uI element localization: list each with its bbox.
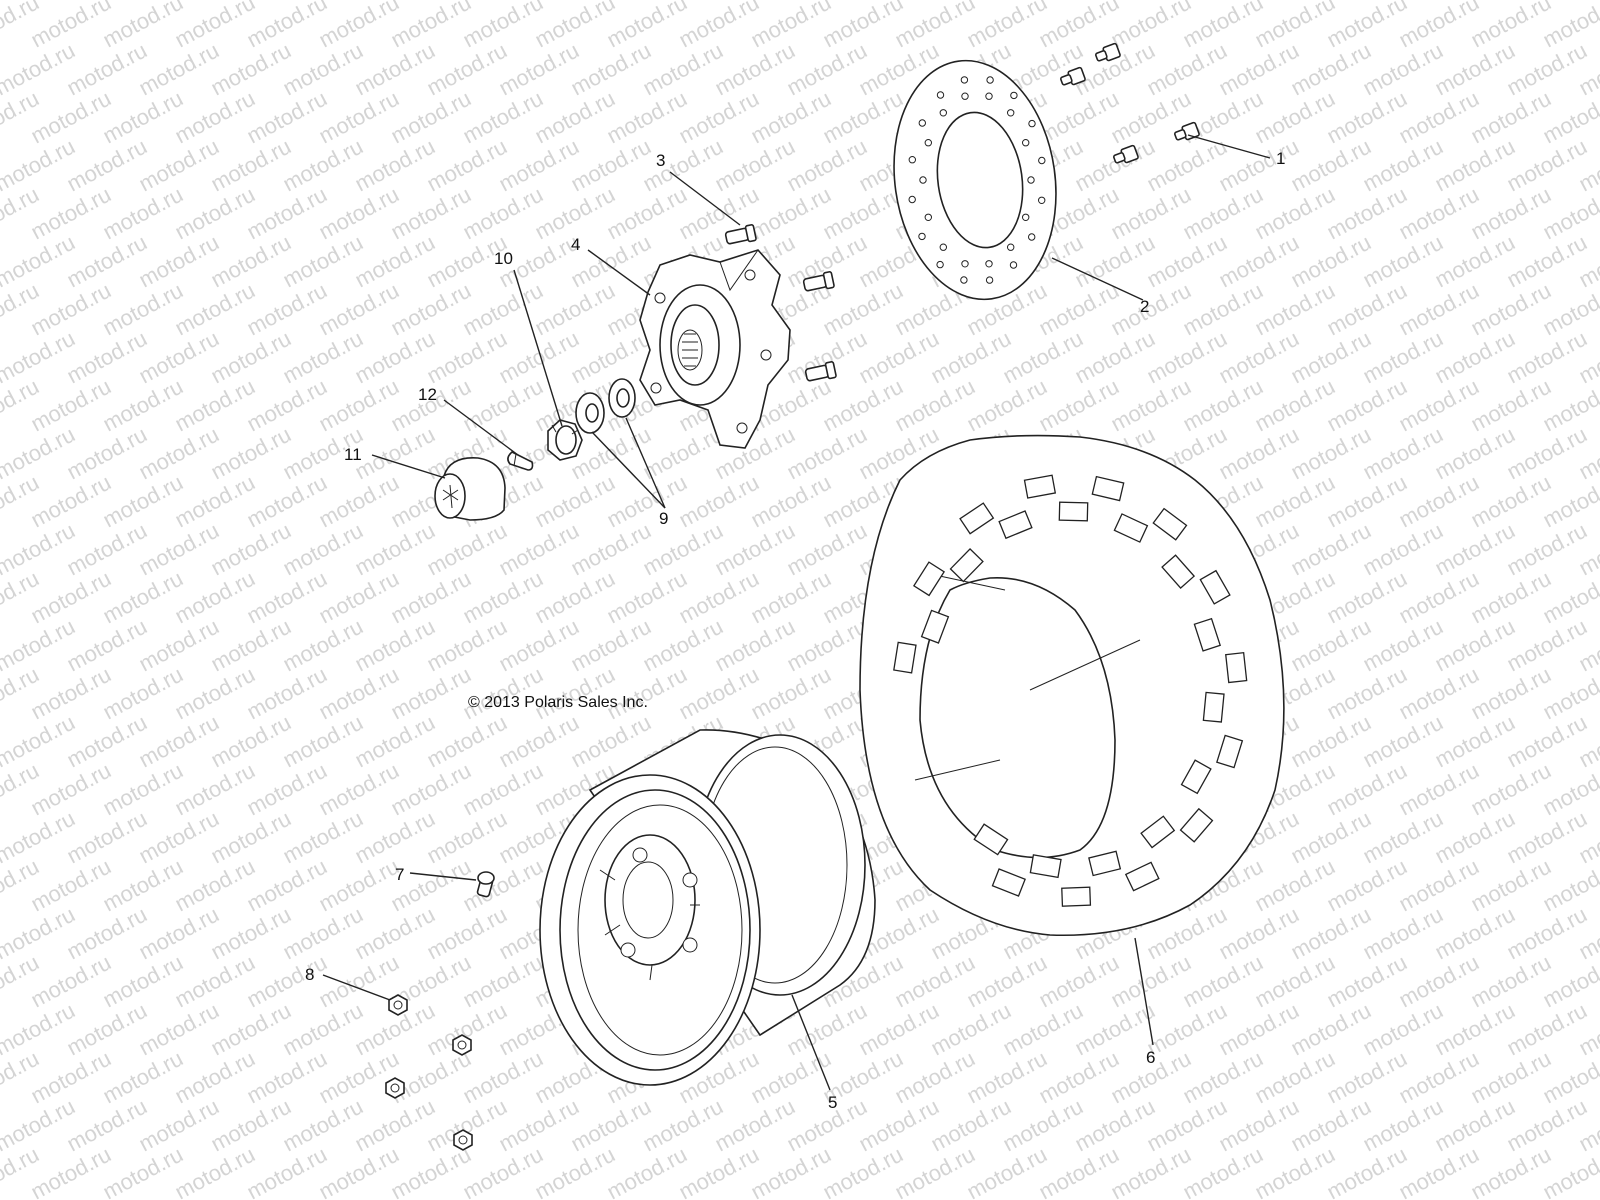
- tire-tread-lug: [1091, 475, 1125, 502]
- tire-tread-lug: [959, 502, 995, 535]
- disc-hole: [1021, 213, 1030, 222]
- tire-tread-lug: [1202, 691, 1225, 723]
- callout-6: 6: [1146, 1048, 1155, 1067]
- disc-hole: [1028, 119, 1036, 128]
- disc-hole: [924, 139, 932, 147]
- callout-9: 9: [659, 509, 668, 528]
- tire-tread-lug: [920, 609, 950, 644]
- disc-hole: [961, 92, 969, 100]
- leader-lines: [322, 134, 1271, 1091]
- leader-line-9a: [591, 431, 666, 509]
- disc-hole: [960, 276, 968, 284]
- callout-4: 4: [571, 235, 580, 254]
- callout-8: 8: [305, 965, 314, 984]
- tire-tread-lug: [1061, 886, 1092, 907]
- disc-hole: [936, 260, 944, 269]
- tire-tread-lug: [1152, 507, 1188, 541]
- leader-line-12: [443, 399, 519, 456]
- disc-hole: [985, 276, 994, 284]
- wheel-hub-icon: [639, 249, 791, 449]
- leader-line-9b: [625, 417, 666, 509]
- leader-line-8: [322, 974, 391, 1001]
- leader-line-4: [587, 249, 651, 296]
- disc-hole: [939, 109, 947, 117]
- disc-hole: [924, 213, 932, 222]
- tire-tread-lug: [1180, 759, 1212, 795]
- disc-hole: [960, 76, 969, 84]
- disc-hole: [985, 92, 993, 100]
- tire-tread-lug: [1216, 734, 1244, 769]
- leader-line-6: [1134, 937, 1154, 1046]
- tire-tread-lug: [1124, 861, 1160, 892]
- disc-hole: [1027, 176, 1035, 184]
- washer-icon: [575, 378, 636, 434]
- wheel-rim-icon: [539, 729, 876, 1086]
- leader-line-7: [409, 872, 477, 881]
- cotter-pin-icon: [507, 451, 534, 471]
- disc-hole: [1010, 91, 1018, 100]
- callout-5: 5: [828, 1093, 837, 1112]
- callout-11: 11: [344, 445, 362, 464]
- leader-line-5: [791, 994, 831, 1091]
- callout-2: 2: [1140, 297, 1149, 316]
- leader-line-3: [669, 171, 741, 226]
- disc-hole: [908, 195, 916, 204]
- tire-tread-lug: [1161, 554, 1196, 589]
- tire-tread-lug: [1225, 651, 1248, 684]
- disc-hole: [1009, 261, 1018, 269]
- brake-disc-icon: [893, 59, 1057, 301]
- disc-hole: [918, 119, 926, 127]
- disc-hole: [908, 156, 916, 164]
- leader-line-10: [513, 269, 563, 427]
- tire-tread-lug: [912, 561, 946, 597]
- tire-tread-lug: [1029, 854, 1062, 879]
- tire-tread-lug: [1113, 513, 1149, 543]
- tire-tread-lug: [949, 547, 984, 583]
- tire-tread-lug: [1193, 617, 1222, 652]
- castle-nut-icon: [547, 419, 583, 461]
- watermark-text: motod.ru: [1575, 0, 1600, 4]
- callout-labels: 1 2 3 4 5 6 7 8 9 10 11 12: [305, 149, 1285, 1112]
- copyright-text: © 2013 Polaris Sales Inc.: [468, 694, 648, 711]
- brake-disc-bolt-icon: [1060, 42, 1200, 164]
- tire-tread-lug: [1179, 807, 1214, 843]
- hub-cap-icon: [434, 457, 506, 521]
- tire-tread-lug: [1058, 501, 1089, 522]
- disc-hole: [961, 260, 969, 268]
- tire-tread-lug: [1140, 815, 1176, 849]
- callout-12: 12: [418, 385, 437, 404]
- disc-hole: [986, 76, 994, 84]
- disc-hole: [919, 176, 927, 184]
- tire-tread-lug: [973, 823, 1009, 856]
- disc-hole: [1028, 233, 1036, 241]
- leader-line-11: [371, 454, 446, 479]
- disc-hole: [1038, 156, 1046, 165]
- valve-stem-icon: [476, 871, 495, 898]
- lug-nut-icon: [385, 994, 473, 1151]
- disc-hole: [939, 243, 947, 251]
- callout-3: 3: [656, 151, 665, 170]
- disc-hole: [1021, 139, 1030, 147]
- callout-7: 7: [395, 865, 404, 884]
- tire-tread-lug: [893, 641, 917, 674]
- callout-1: 1: [1276, 149, 1285, 168]
- hub-stud-icon: [724, 224, 837, 382]
- disc-hole: [985, 260, 993, 268]
- disc-hole: [1007, 109, 1015, 117]
- disc-hole: [918, 232, 926, 241]
- tire-icon: [859, 434, 1285, 937]
- tire-tread-lug: [998, 510, 1033, 540]
- tire-tread-lug: [1023, 474, 1057, 499]
- leader-line-2: [1051, 257, 1144, 301]
- tire-tread-lug: [1199, 569, 1231, 605]
- leader-line-1: [1187, 134, 1271, 159]
- tire-tread-lug: [1088, 850, 1122, 877]
- callout-10: 10: [494, 249, 513, 268]
- disc-hole: [1038, 196, 1046, 205]
- disc-hole: [1007, 243, 1015, 251]
- tire-tread-lug: [991, 868, 1026, 897]
- disc-hole: [936, 91, 945, 99]
